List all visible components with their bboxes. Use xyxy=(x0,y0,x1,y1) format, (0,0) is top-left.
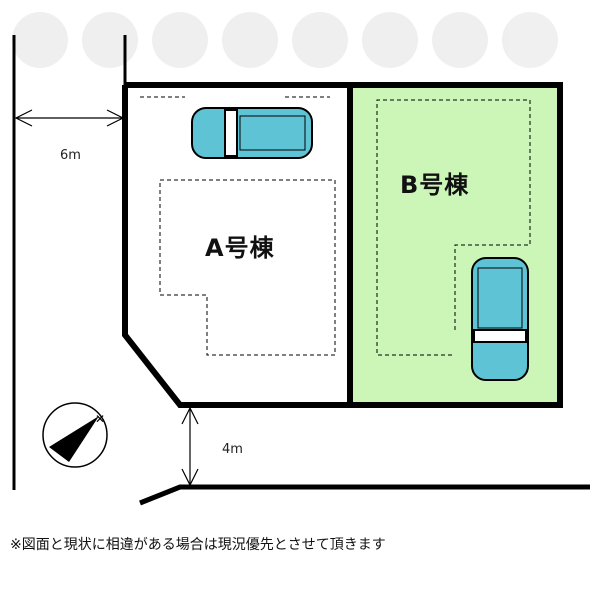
lot-b-label: B号棟 xyxy=(400,171,470,199)
front-road-width-label: 6m xyxy=(60,148,81,163)
car-b xyxy=(471,257,529,381)
car-a xyxy=(191,107,313,159)
north-arrow-icon: ✕ xyxy=(42,402,108,468)
side-road-width-label: 4m xyxy=(222,442,243,457)
lot-outline xyxy=(122,82,563,408)
disclaimer-note: ※図面と現状に相違がある場合は現況優先とさせて頂きます xyxy=(10,537,386,553)
svg-text:✕: ✕ xyxy=(95,412,105,426)
building-outlines xyxy=(140,96,531,356)
watermark xyxy=(12,12,558,68)
lot-a-label: A号棟 xyxy=(205,234,275,262)
dimension-arrows xyxy=(14,109,199,487)
road-lines xyxy=(12,35,590,506)
